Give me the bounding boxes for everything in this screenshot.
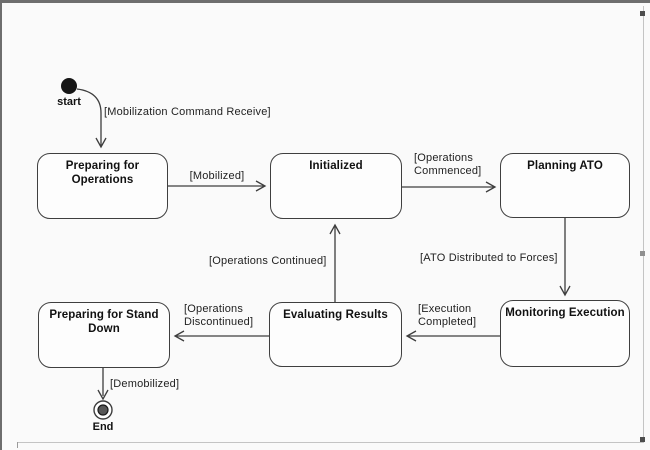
resize-handle-top-right[interactable]	[640, 11, 645, 16]
resize-handle-mid-right[interactable]	[640, 251, 645, 256]
start-node-label: start	[57, 96, 81, 108]
transition-label-mobilized: [Mobilized]	[189, 170, 245, 182]
transition-label-ato-distributed-to-forces: [ATO Distributed to Forces]	[420, 252, 558, 264]
canvas-bottom-edge	[18, 442, 644, 443]
state-monitoring-execution[interactable]: Monitoring Execution	[500, 300, 630, 367]
state-label: Monitoring Execution	[505, 307, 625, 319]
state-initialized[interactable]: Initialized	[270, 153, 402, 219]
transition-ato-distributed-arrow	[559, 218, 571, 297]
transition-label-demobilized: [Demobilized]	[110, 378, 180, 390]
frame-top-border	[0, 0, 650, 3]
transition-start-to-preparing-arrow	[76, 88, 107, 149]
transition-label-operations-continued: [Operations Continued]	[209, 255, 327, 267]
transition-execution-completed-arrow	[405, 330, 500, 342]
state-preparing-for-stand-down[interactable]: Preparing for Stand Down	[38, 302, 170, 368]
transition-operations-commenced-arrow	[402, 181, 497, 193]
end-state-icon[interactable]	[93, 400, 113, 420]
transition-label-operations-discontinued: [Operations Discontinued]	[184, 303, 254, 328]
start-state-icon[interactable]	[61, 78, 77, 94]
transition-label-mobilization-command-receive: [Mobilization Command Receive]	[104, 106, 271, 118]
state-planning-ato[interactable]: Planning ATO	[500, 153, 630, 218]
canvas-right-edge	[643, 6, 644, 442]
transition-operations-continued-arrow	[329, 223, 341, 302]
state-evaluating-results[interactable]: Evaluating Results	[269, 302, 402, 367]
state-label: Preparing for Stand Down	[49, 309, 159, 335]
resize-handle-bottom-left[interactable]	[17, 442, 18, 448]
resize-handle-bottom-right[interactable]	[640, 437, 645, 442]
state-label: Evaluating Results	[283, 309, 388, 321]
end-node-label: End	[92, 421, 114, 433]
transition-label-execution-completed: [Execution Completed]	[418, 303, 477, 328]
state-label: Preparing for Operations	[65, 160, 140, 186]
transition-operations-discontinued-arrow	[173, 330, 269, 342]
state-label: Initialized	[309, 160, 363, 172]
transition-label-operations-commenced: [Operations Commenced]	[414, 152, 482, 177]
state-label: Planning ATO	[527, 160, 603, 172]
state-preparing-for-operations[interactable]: Preparing for Operations	[37, 153, 168, 219]
transition-mobilized-arrow	[168, 180, 267, 192]
transition-demobilized-arrow	[97, 368, 109, 401]
frame-left-border	[0, 0, 2, 450]
